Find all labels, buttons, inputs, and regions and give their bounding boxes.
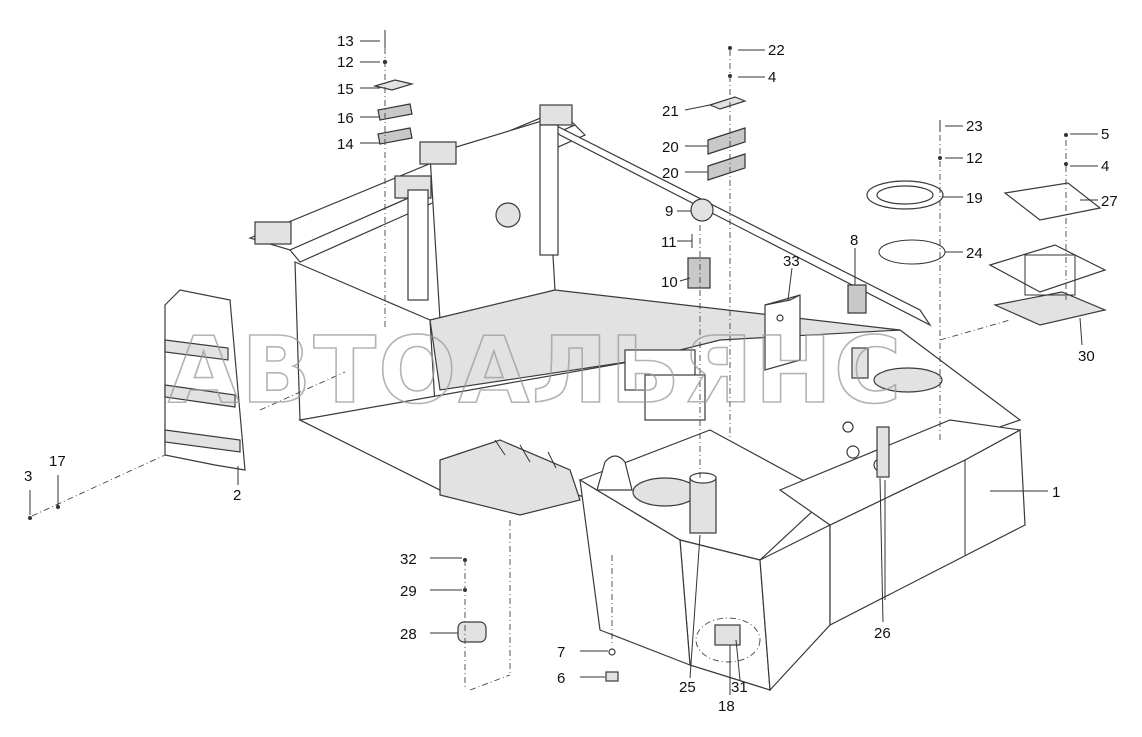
filler-cap-stack xyxy=(847,120,946,440)
callout-15: 15 xyxy=(337,81,354,98)
callout-18: 18 xyxy=(718,698,735,715)
watermark-text: АВТОАЛЬЯНС xyxy=(168,317,903,424)
callout-6: 6 xyxy=(557,670,565,687)
callout-7: 7 xyxy=(557,644,565,661)
callout-19: 19 xyxy=(966,190,983,207)
callout-2: 2 xyxy=(233,487,241,504)
callout-3: 3 xyxy=(24,468,32,485)
left-bolt-stack xyxy=(372,30,415,330)
ladder-bolts xyxy=(28,371,346,520)
callout-24: 24 xyxy=(966,245,983,262)
step-ladder xyxy=(164,289,246,471)
callout-9: 9 xyxy=(665,203,673,220)
callout-10: 10 xyxy=(661,274,678,291)
callout-29: 29 xyxy=(400,583,417,600)
callout-1: 1 xyxy=(1052,484,1060,501)
callout-5: 5 xyxy=(1101,126,1109,143)
callout-32: 32 xyxy=(400,551,417,568)
callout-22: 22 xyxy=(768,42,785,59)
callout-14: 14 xyxy=(337,136,354,153)
callout-23: 23 xyxy=(966,118,983,135)
callout-21: 21 xyxy=(662,103,679,120)
callout-13: 13 xyxy=(337,33,354,50)
callout-27: 27 xyxy=(1101,193,1118,210)
breather-assembly xyxy=(457,558,487,690)
cover-plate-stack xyxy=(988,133,1107,326)
callout-33: 33 xyxy=(783,253,800,270)
callout-20b: 20 xyxy=(662,165,679,182)
callout-25: 25 xyxy=(679,679,696,696)
callout-31: 31 xyxy=(731,679,748,696)
tank-assembly xyxy=(578,419,1026,692)
callout-12b: 12 xyxy=(966,150,983,167)
callout-4: 4 xyxy=(768,69,776,86)
callout-labels: 1 2 3 4 4 5 6 7 8 9 10 11 12 12 13 14 15… xyxy=(24,33,1118,715)
callout-28: 28 xyxy=(400,626,417,643)
callout-20: 20 xyxy=(662,139,679,156)
callout-8: 8 xyxy=(850,232,858,249)
callout-12: 12 xyxy=(337,54,354,71)
callout-30: 30 xyxy=(1078,348,1095,365)
callout-11: 11 xyxy=(661,234,677,251)
center-bolt-stack xyxy=(687,46,747,480)
bracket-33 xyxy=(764,294,801,371)
callout-4b: 4 xyxy=(1101,158,1109,175)
callout-16: 16 xyxy=(337,110,354,127)
callout-26: 26 xyxy=(874,625,891,642)
callout-17: 17 xyxy=(49,453,66,470)
